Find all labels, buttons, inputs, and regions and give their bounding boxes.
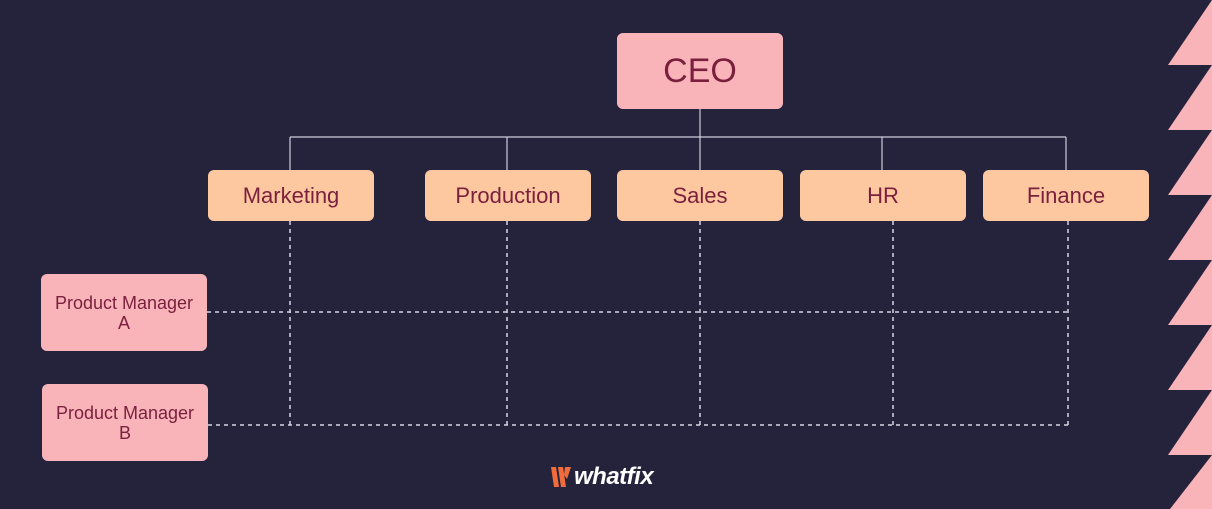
manager-node-b: Product Manager B <box>42 384 208 461</box>
department-node-production: Production <box>425 170 591 221</box>
edge-triangle <box>1168 130 1212 195</box>
edge-triangle <box>1168 195 1212 260</box>
ceo-node: CEO <box>617 33 783 109</box>
department-node-finance: Finance <box>983 170 1149 221</box>
logo-wordmark: whatfix <box>574 463 654 490</box>
whatfix-logo-icon <box>551 467 571 487</box>
edge-triangles <box>1168 0 1212 509</box>
edge-triangle <box>1168 260 1212 325</box>
manager-node-a: Product Manager A <box>41 274 207 351</box>
whatfix-logo: whatfix <box>550 462 654 492</box>
edge-triangle <box>1170 455 1212 509</box>
edge-triangle <box>1168 390 1212 455</box>
department-node-marketing: Marketing <box>208 170 374 221</box>
edge-triangle <box>1168 0 1212 65</box>
edge-triangle <box>1168 325 1212 390</box>
edge-triangle <box>1168 65 1212 130</box>
department-node-sales: Sales <box>617 170 783 221</box>
department-node-hr: HR <box>800 170 966 221</box>
